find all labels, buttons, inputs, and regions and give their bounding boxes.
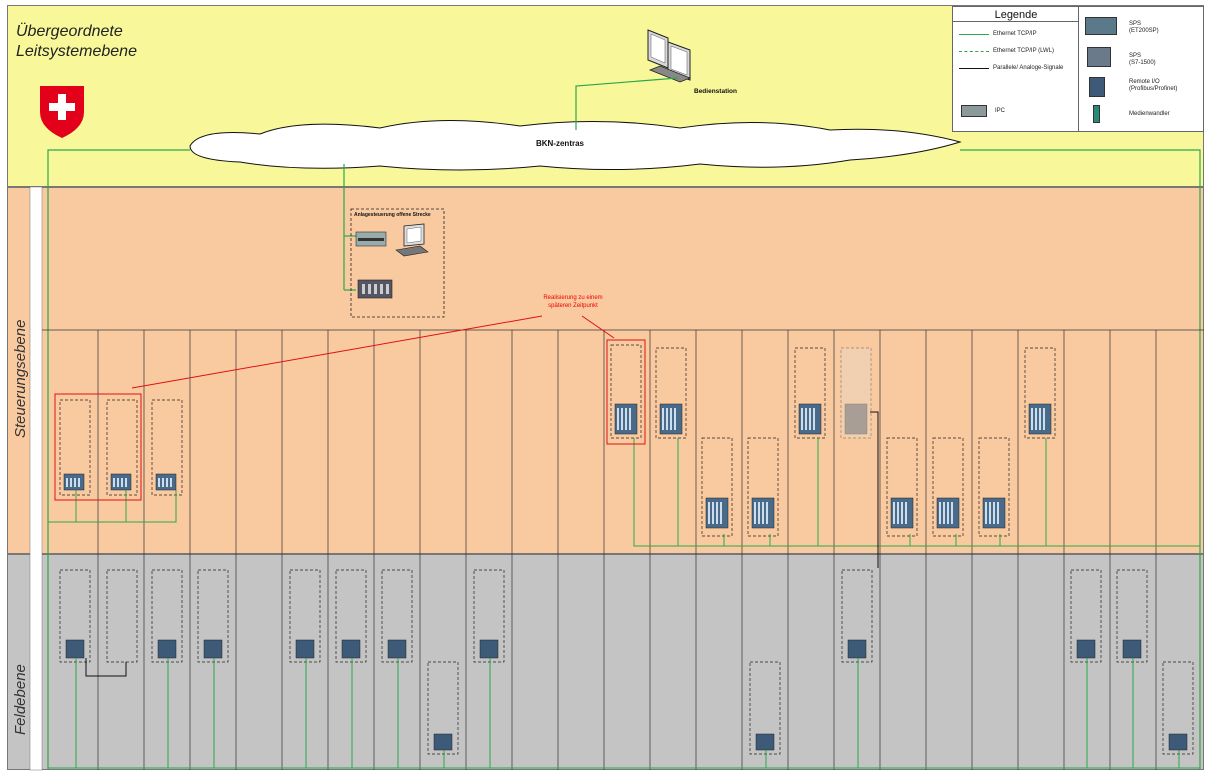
annotation-line-2: späteren Zeitpunkt: [548, 303, 598, 309]
feld-devices: [59, 569, 1194, 755]
field-box: [1162, 661, 1194, 755]
field-box: [427, 661, 459, 755]
legend-label: Remote I/O: [1129, 79, 1160, 85]
plc-box: [1024, 347, 1056, 439]
swiss-shield-icon: [40, 86, 84, 138]
field-box: [381, 569, 413, 663]
field-box: [151, 569, 183, 663]
field-box: [841, 569, 873, 663]
legend-label: (Profibus/Profinet): [1129, 86, 1178, 92]
field-box: [473, 569, 505, 663]
leitsystemebene-title: Übergeordnete Leitsystemebene: [16, 22, 137, 62]
legend-line-dashed-green: [959, 51, 989, 52]
legend-divider: [953, 21, 1078, 22]
legend-label: SPS: [1129, 53, 1142, 59]
feldebene-band: [7, 554, 1204, 770]
annotation-label: Realisierung zu einem späteren Zeitpunkt: [528, 294, 618, 310]
cloud-label: BKN-zentras: [535, 139, 584, 148]
steuerung-devices: [59, 344, 1056, 537]
legend-divider: [1078, 7, 1079, 131]
plc-box: [701, 437, 733, 537]
top-network-lines: [47, 77, 1201, 770]
sps-et200sp-icon: [1085, 17, 1117, 35]
legend-label: Ethernet TCP/IP: [993, 31, 1037, 37]
legend-line-solid-black: [959, 68, 989, 69]
legend-label: IPC: [995, 108, 1006, 114]
plc-box: [794, 347, 826, 439]
legend-label: SPS: [1129, 21, 1142, 27]
legend-label: (ET200SP): [1129, 28, 1159, 34]
plc-box-planned: [840, 347, 872, 439]
annotation-line-1: Realisierung zu einem: [543, 295, 603, 301]
field-box: [335, 569, 367, 663]
plc-box: [747, 437, 779, 537]
legend-title: Legende: [994, 9, 1038, 21]
plc-box: [932, 437, 964, 537]
legend-label: Ethernet TCP/IP (LWL): [993, 48, 1055, 54]
plc-box: [655, 347, 687, 439]
sps-s7-1500-icon: [1087, 47, 1111, 67]
remote-io-icon: [1089, 77, 1105, 97]
column-dividers: [42, 329, 1204, 770]
plc-box: [59, 399, 91, 496]
bkn-cloud-icon: [189, 120, 962, 171]
annotation-lines: [54, 315, 646, 501]
plc-box: [106, 399, 138, 496]
ethernet-lines: [48, 438, 1200, 769]
bedienstation-label: Bedienstation: [694, 88, 737, 95]
legend-label: Parallele/ Analoge-Signale: [993, 65, 1064, 71]
field-box: [289, 569, 321, 663]
level-strip: [29, 186, 43, 771]
field-box: [1116, 569, 1148, 663]
legend-label: (S7-1500): [1129, 60, 1156, 66]
field-box: [59, 569, 91, 663]
bedienstation-icon: [647, 29, 692, 83]
legend-label: Medienwandler: [1129, 111, 1170, 117]
parallel-signal-lines: [85, 411, 879, 677]
ipc-icon: [961, 105, 987, 117]
field-box: [749, 661, 781, 755]
medienwandler-icon: [1093, 105, 1100, 123]
plc-box: [151, 399, 183, 496]
field-box: [1070, 569, 1102, 663]
legend-line-solid-green: [959, 34, 989, 35]
steuerungsebene-band: [7, 187, 1204, 554]
field-box: [106, 569, 138, 663]
anlage-title: Anlagesteuerung offene Strecke: [354, 212, 431, 218]
title-line-2: Leitsystemebene: [16, 43, 137, 60]
plc-box: [978, 437, 1010, 537]
anlage-box: [350, 208, 445, 318]
plc-box: [610, 344, 642, 439]
plc-box: [886, 437, 918, 537]
title-line-1: Übergeordnete: [16, 23, 123, 40]
field-box: [197, 569, 229, 663]
legend-panel: Legende Ethernet TCP/IP Ethernet TCP/IP …: [952, 6, 1204, 132]
